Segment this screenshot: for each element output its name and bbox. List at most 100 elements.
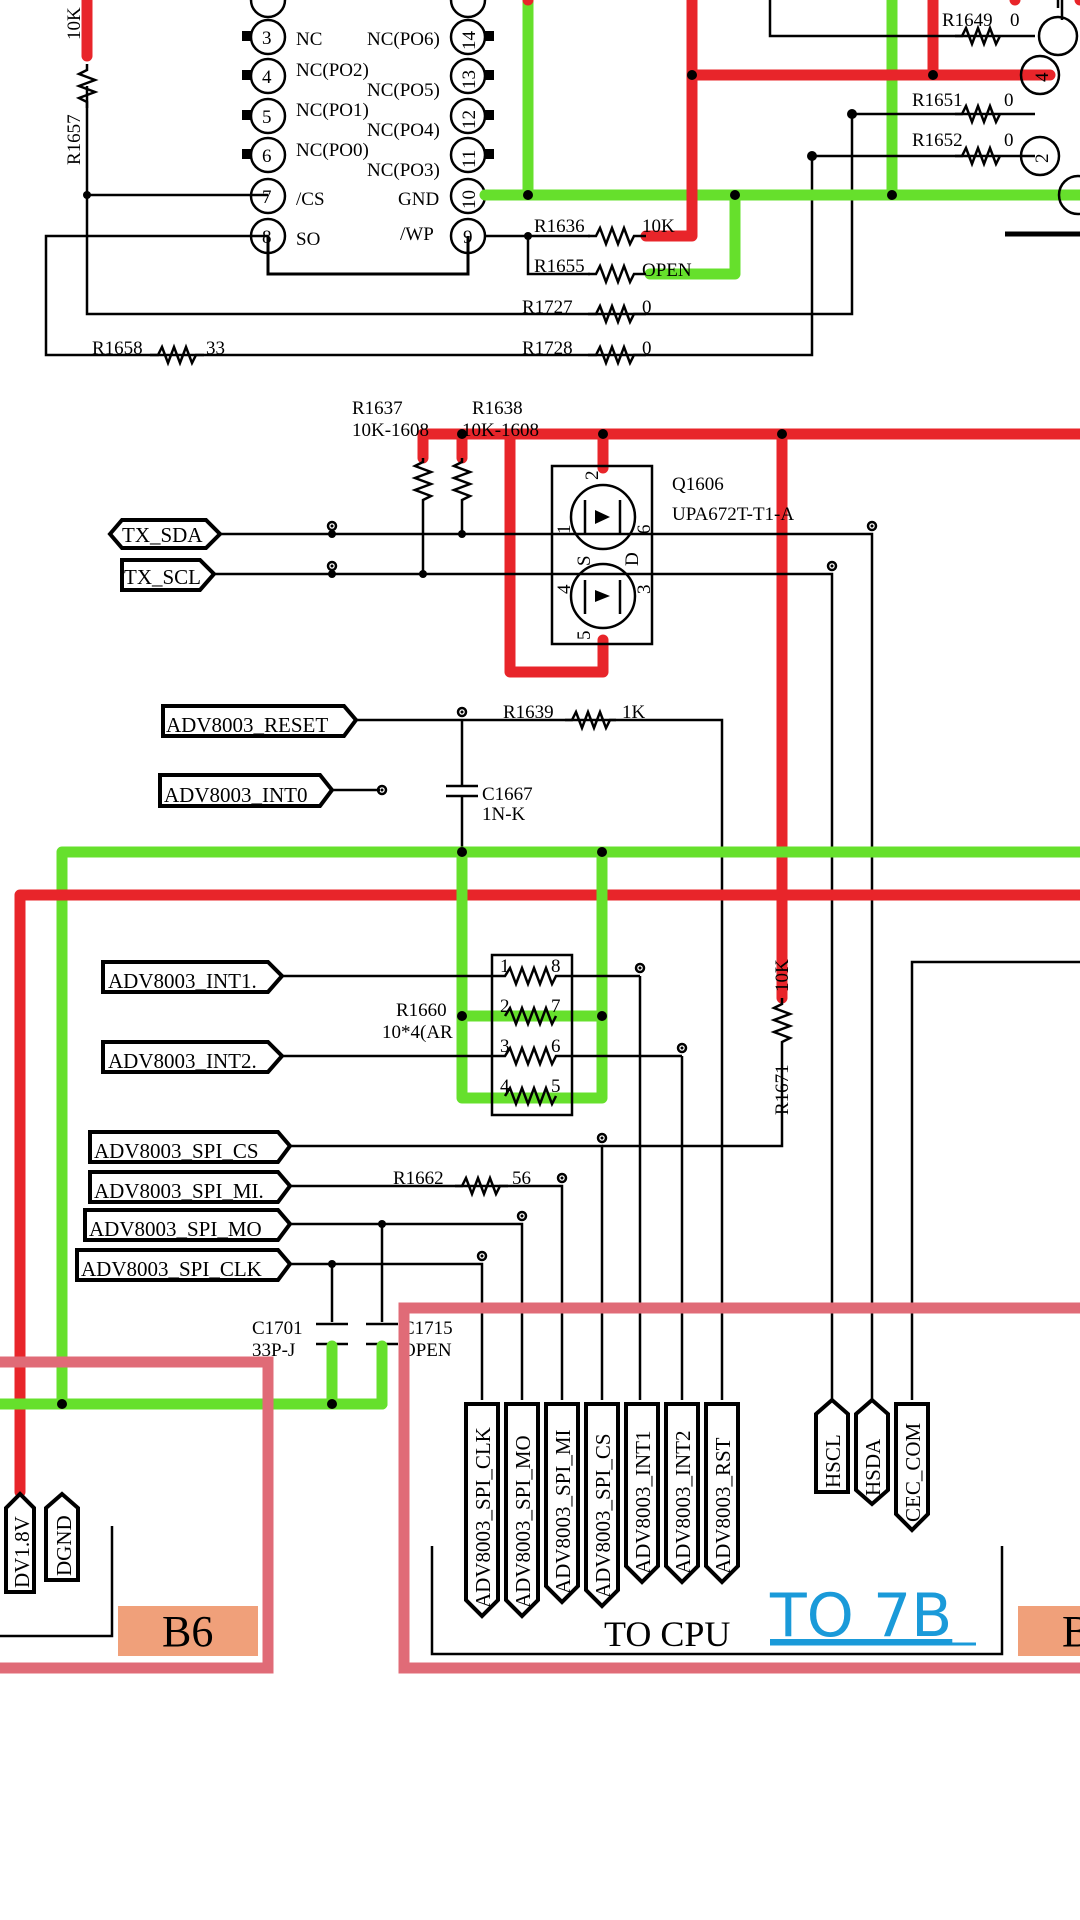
r1649-value: 0 [1010,10,1020,31]
array-pin: 6 [551,1036,561,1057]
q1606-pin: 1 [554,525,575,535]
r1652-ref: R1652 [912,130,963,151]
q1606-part: UPA672T-T1-A [672,504,794,525]
i2c-section: R1637 10K-1608 R1638 10K-1608 2 1 6 S D … [107,398,1080,1400]
r1660-ref: R1660 [396,1000,447,1021]
flash-section: 10K R1657 3 4 5 6 7 8 NC N [44,0,1080,367]
r1671-symbol [602,998,794,1148]
r1660-value: 10*4(AR [382,1022,453,1043]
r1671-value: 10K [772,959,793,992]
r1639-value: 1K [622,702,646,723]
hsda-label: HSDA [861,1438,885,1496]
bottom-rst-label: ADV8003_RST [711,1437,735,1574]
flash-pin-name: GND [398,189,439,210]
adv-spi-clk-port [75,1248,293,1282]
bottom-spi-clk-label: ADV8003_SPI_CLK [471,1427,495,1608]
r1728-value: 0 [642,338,652,359]
q1606-pin: 4 [554,584,575,594]
block-right-tag [1018,1606,1080,1656]
to-7b-link[interactable]: TO 7B [769,1581,952,1651]
q1606-pin: D [622,552,643,566]
c1667-value: 1N-K [482,804,526,825]
adv-spi-cs-label: ADV8003_SPI_CS [94,1139,259,1163]
r1662-symbol [455,1174,508,1198]
adv-spi-mo-port [83,1208,293,1242]
connector-pin-num: 2 [1032,154,1053,164]
r1636-value: 10K [642,216,675,237]
flash-pin-num: 14 [459,31,480,51]
bottom-spi-clk-port [464,1402,500,1619]
i2c-power-rail [417,428,1080,464]
hsda-port [854,1397,890,1507]
r1638-ref: R1638 [472,398,523,419]
dgnd-port [44,1491,80,1582]
r1728-symbol [588,343,646,367]
adv-reset-port [161,704,359,738]
bottom-spi-mi-port [544,1402,580,1605]
flash-pin-num: 7 [262,187,272,208]
flash-pin-name: NC(PO6) [367,29,440,50]
flash-pin-name: /WP [400,224,434,245]
power-rail [14,889,1080,1498]
r1728-ref: R1728 [522,338,573,359]
array-pin: 7 [551,996,561,1017]
q1606-pin: S [574,555,595,566]
flash-pin-num: 12 [459,110,480,129]
c1715-value: OPEN [402,1340,452,1361]
bottom-spi-mo-label: ADV8003_SPI_MO [511,1435,535,1608]
flash-pin-name: NC(PO3) [367,160,440,181]
r1651-symbol [955,102,1002,126]
r1655-ref: R1655 [534,256,585,277]
block-outlines: B6 TO CPU TO 7B B [0,1302,1080,1674]
flash-pin-num: 6 [262,146,272,167]
r1727-ref: R1727 [522,297,573,318]
flash-right-pins: 14 13 12 11 10 9 NC(PO6) NC(PO5) NC(PO4)… [367,0,494,255]
reset-section: R1639 1K C1667 1N-K ADV8003_RESET ADV800… [158,702,724,1400]
tx-sda-label: TX_SDA [122,523,203,547]
r1652-symbol [955,144,1002,168]
r1637-ref: R1637 [352,398,403,419]
r1657-symbol [75,64,99,108]
connector-circle [1037,15,1079,57]
cec-com-label: CEC_COM [901,1422,925,1522]
r1655-value: OPEN [642,260,692,281]
flash-pin-name: SO [296,229,320,250]
array-pin: 4 [500,1076,510,1097]
connector-pin-num: 4 [1032,72,1053,82]
flash-pin-name: NC [296,29,322,50]
r1638-value: 10K-1608 [462,420,539,441]
r1657-ref: R1657 [64,114,85,165]
r1662-ref: R1662 [393,1168,444,1189]
r1660-body [490,953,574,1117]
adv-spi-cs-port [88,1130,293,1164]
q1606-pin: 2 [582,471,603,481]
tx-scl-label: TX_SCL [124,565,201,589]
connector-circle [1019,135,1061,177]
r1636-ref: R1636 [534,216,585,237]
r1662-value: 56 [512,1168,531,1189]
flash-pin-num: 3 [262,28,272,49]
array-pin: 5 [551,1076,561,1097]
r1651-ref: R1651 [912,90,963,111]
r1671-group: 10K R1671 [602,959,1080,1400]
c1701-value: 33P-J [252,1340,295,1361]
adv-spi-mo-label: ADV8003_SPI_MO [89,1217,262,1241]
flash-pin-num: 9 [463,227,473,248]
adv-int0-port [158,773,335,808]
block-right-label: B [1062,1607,1080,1656]
flash-pin-name: NC(PO1) [296,100,369,121]
spi-section: ADV8003_SPI_CS R1662 56 ADV8003_SPI_MI. … [0,1130,608,1410]
to-cpu-label: TO CPU [604,1614,730,1654]
r1727-value: 0 [642,297,652,318]
middle-rails [14,846,1080,1498]
r1637-value: 10K-1608 [352,420,429,441]
block-b6-outline [0,1356,274,1674]
q1606-pin: 5 [574,631,595,641]
adv-int0-label: ADV8003_INT0 [164,783,307,807]
flash-wp-pullup-net [640,0,698,242]
r1636-symbol [588,224,646,248]
adv-spi-mi-port [88,1170,293,1204]
dv18-port [4,1491,36,1594]
tx-sda-port [107,518,223,550]
